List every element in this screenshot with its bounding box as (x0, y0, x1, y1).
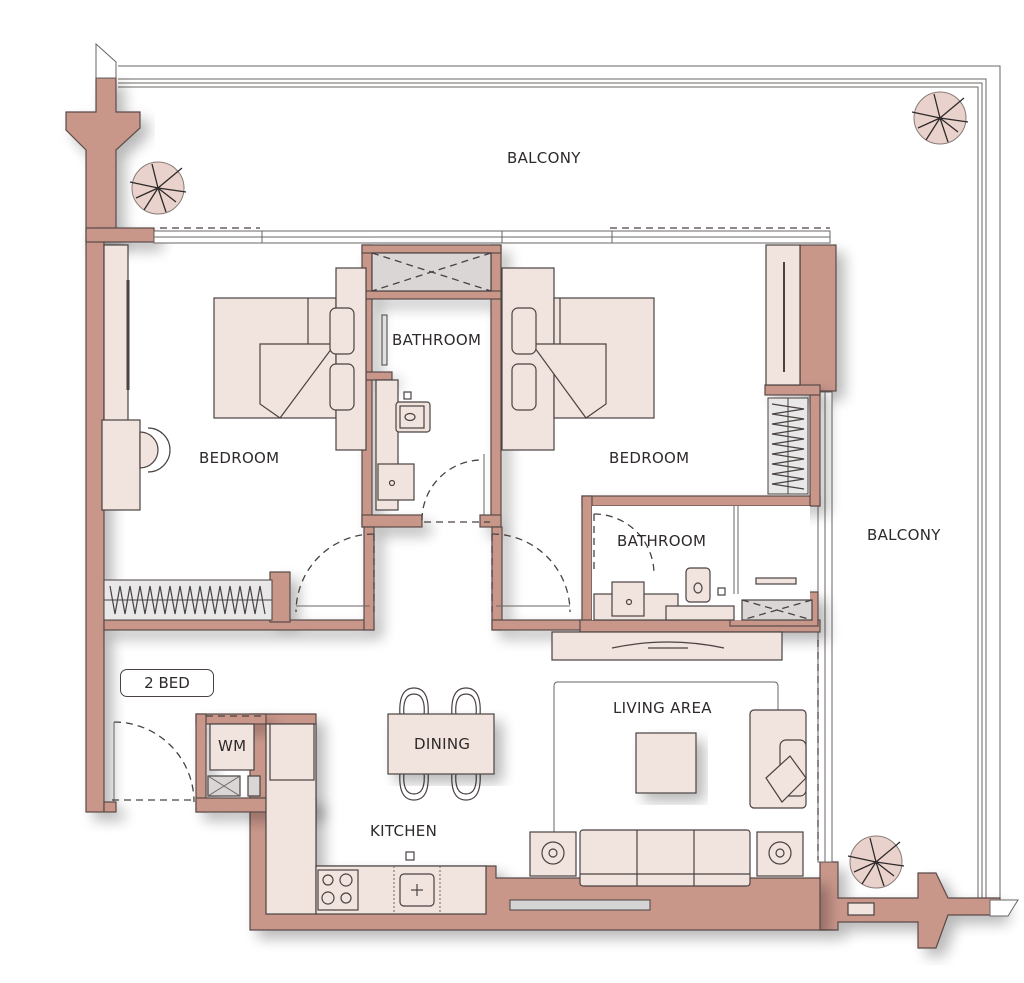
wardrobe-icon (103, 244, 129, 429)
label-bathroom-center: BATHROOM (392, 331, 482, 349)
toilet-icon (685, 567, 711, 603)
label-bedroom-right: BEDROOM (609, 449, 690, 467)
utility-closet (206, 715, 262, 797)
entry-door-swing-icon (113, 721, 195, 803)
plant-pot-icon (911, 91, 969, 145)
sofa-icon (579, 829, 751, 887)
door-swing-icon (421, 459, 483, 521)
label-balcony-right: BALCONY (867, 526, 941, 544)
column-bottom-right (819, 861, 1001, 949)
desk (101, 419, 141, 511)
door-swings (112, 454, 655, 803)
plant-pot-icon (129, 161, 187, 215)
interior-walls (103, 384, 821, 813)
side-table (529, 831, 577, 877)
tv-console (551, 631, 783, 661)
column-cap (989, 899, 1019, 917)
lamp-icon (541, 841, 565, 865)
label-washing-machine: WM (218, 737, 247, 755)
column-top-left (65, 77, 141, 241)
shower-bar (755, 577, 797, 585)
fridge-icon (269, 723, 315, 781)
dining-set (387, 687, 495, 801)
washing-machine-icon (209, 723, 255, 771)
label-bathroom-right: BATHROOM (617, 532, 707, 550)
bedroom-left-furniture (101, 244, 367, 621)
label-balcony-top: BALCONY (507, 149, 581, 167)
label-kitchen: KITCHEN (370, 822, 438, 840)
bathroom-right-fixtures (592, 506, 813, 621)
door-swing-icon (295, 533, 375, 613)
kitchen-counters (265, 723, 651, 915)
bathroom-center-walls (361, 244, 502, 528)
bedroom-right-furniture (501, 244, 809, 495)
living-furniture (529, 681, 807, 887)
bathroom-center-fixtures (375, 314, 431, 511)
column-cap (95, 42, 117, 79)
label-dining: DINING (414, 735, 471, 753)
sink-icon (611, 581, 645, 617)
balcony-railing (118, 65, 1001, 900)
side-table (756, 831, 804, 877)
floor-vent-icon (847, 902, 875, 916)
sink-icon (377, 463, 415, 501)
label-living-area: LIVING AREA (613, 699, 712, 717)
unit-type-badge: 2 BED (120, 669, 214, 697)
lamp-icon (768, 841, 792, 865)
label-bedroom-left: BEDROOM (199, 449, 280, 467)
door-swing-icon (491, 533, 571, 613)
window-top (153, 227, 831, 244)
coffee-table (635, 732, 697, 794)
chair-icon (139, 431, 159, 469)
plant-pot-icon (847, 835, 905, 889)
stove-icon (317, 869, 359, 911)
dining-table (387, 713, 495, 775)
